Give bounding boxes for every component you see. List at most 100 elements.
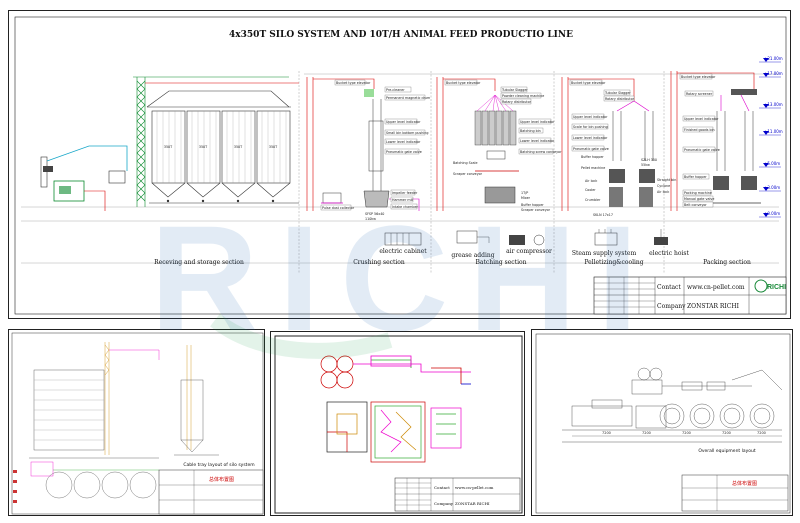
plan-title-block: Contact www.cn-pellet.com Company ZONSTA… — [394, 477, 521, 512]
machine-tag: Small bin bottom pushing — [386, 131, 428, 135]
machine-tag: Belt conveyor — [684, 203, 707, 207]
machine-tag: Pneumatic gate valve — [386, 150, 422, 154]
machine-tag: Pre-cleaner — [386, 88, 405, 92]
silo-4: 350T — [256, 110, 291, 198]
overall-layout-caption: Overall equipment layout — [698, 448, 756, 454]
plan-silos — [320, 355, 354, 389]
grease-adding: grease adding — [451, 230, 495, 259]
machine-tag: Finished goods bin — [684, 128, 715, 132]
section-label-pelletizing: Pelletizing&cooling — [584, 259, 643, 266]
section-label-packing: Packing section — [703, 259, 751, 266]
elevation-levels: +21.00m +17.00m +13.00m +11.00m +5.00m +… — [759, 56, 783, 218]
section-label-receiving: Receving and storage section — [154, 259, 244, 266]
machine-tag: Scraper conveyor — [453, 172, 483, 176]
machine-tag: Tubular Slagger — [604, 91, 631, 95]
machine-tag: Manual gate valve — [684, 197, 714, 201]
level-marker: +13.00m — [759, 102, 783, 109]
air-compressor: air compressor — [506, 234, 552, 255]
machine-tag: Rotary screener — [686, 92, 713, 96]
batching-bins — [474, 94, 517, 146]
machine-tag: Rotary distributor — [605, 97, 635, 101]
bottom-left-title-block: 总体布置图 — [158, 469, 264, 515]
machine-tag: Cyclone — [657, 184, 670, 188]
pelletizing-area: Bucket type elevator Tubular Slagger Rot… — [561, 77, 676, 217]
level-marker: +11.00m — [759, 129, 783, 136]
cable-tray-sheet: Cable tray layout of silo system 总体布置图 — [8, 329, 265, 516]
machine-tag: SKLN 17x17 — [593, 213, 613, 217]
logo-text: RICHI — [767, 284, 786, 291]
machine-tag: Pulse dust collector — [322, 206, 355, 210]
silo-1: 350T — [151, 110, 186, 198]
machine-tag: Powder cleaning machine — [502, 94, 544, 98]
level-marker: +5.00m — [759, 161, 781, 168]
left-margin-marks — [13, 470, 17, 503]
dimension-label: 7200 — [642, 431, 651, 435]
section-label-batching: Batching section — [476, 259, 527, 266]
title-block-contact-label: Contact — [434, 485, 450, 490]
machine-tag: Lower level indicator — [386, 140, 421, 144]
level-marker: ±0.00m — [759, 211, 781, 218]
main-title-block: Contact www.cn-pellet.com Company ZONSTA… — [593, 276, 787, 315]
drawing-title: 4x350T SILO SYSTEM AND 10T/H ANIMAL FEED… — [229, 30, 573, 40]
machine-tag: SZLH 350 — [641, 158, 657, 162]
level-marker: +3.00m — [759, 185, 781, 192]
ancillary-equipment-row: electric cabinet grease adding air compr… — [379, 229, 689, 259]
elevator-tower — [133, 76, 299, 207]
machine-tag: Upper level indicator — [520, 120, 555, 124]
machine-tag: Tubular Slagger — [501, 88, 528, 92]
overall-layout-sheet: 7200 7200 7200 7200 7200 Overall equipme… — [531, 329, 793, 516]
dimension-label: 7200 — [757, 431, 766, 435]
machine-tag: Bucket type elevator — [446, 81, 481, 85]
machine-tag: SFSP 56x40 — [365, 212, 384, 216]
level-label: ±0.00m — [764, 211, 780, 216]
machine-tag: Straight bin — [657, 178, 676, 182]
section-label-crushing: Crushing section — [353, 259, 405, 266]
silo-2: 350T — [186, 110, 221, 198]
machine-tag: Bucket type elevator — [681, 75, 716, 79]
machine-tag: Batching screw conveyor — [520, 150, 562, 154]
batching-tags: Bucket type elevator Tubular Slagger Pow… — [444, 79, 562, 212]
machine-tag: Impeller feeder — [392, 191, 418, 195]
title-block-company-label: Company — [434, 501, 454, 506]
level-label: +5.00m — [764, 161, 780, 166]
pelletizing-tags: Bucket type elevator Tubular Slagger Rot… — [569, 79, 676, 217]
silo-capacity-label: 350T — [234, 145, 243, 149]
silo-plan-view — [30, 461, 159, 499]
machine-tag: Crumbler — [585, 198, 601, 202]
level-label: +11.00m — [764, 129, 783, 134]
title-block-contact-label: Contact — [657, 284, 681, 291]
level-label: +17.00m — [764, 71, 783, 76]
crushing-tags: Bucket type elevator Pre-cleaner Permane… — [320, 79, 430, 221]
cable-tray-caption: Cable tray layout of silo system — [183, 462, 254, 468]
plan-workshop — [326, 401, 462, 463]
title-block-name: 总体布置图 — [209, 476, 234, 483]
level-marker: +17.00m — [759, 71, 783, 78]
level-label: +21.00m — [764, 56, 783, 61]
machine-tag: Batching Scale — [453, 161, 478, 165]
machine-tag: Buffer hopper — [521, 203, 544, 207]
machine-tag: Scale for bin pushing — [573, 125, 608, 129]
steam-supply: Steam supply system — [572, 229, 636, 257]
machine-tag: Permanent magnetic drum — [386, 96, 430, 100]
machine-tag: Cooler — [585, 188, 596, 192]
richi-logo: RICHI — [754, 279, 786, 293]
machine-tag: Bucket type elevator — [336, 81, 371, 85]
machine-tag: Lower level indicator — [520, 139, 555, 143]
machine-tag: 1T/P — [521, 191, 528, 195]
level-label: +13.00m — [764, 102, 783, 107]
machine-tag: 110kw — [365, 217, 376, 221]
machine-tag: Air lock — [657, 190, 669, 194]
section-labels: Receving and storage section Crushing se… — [154, 259, 751, 266]
machine-tag: Scraper conveyor — [521, 208, 551, 212]
silo-front-view — [174, 345, 219, 456]
machine-tag: Rotary distributor — [502, 100, 532, 104]
title-block-contact-value: www.cn-pellet.com — [455, 485, 494, 490]
machine-tag: Pneumatic gate valve — [684, 148, 720, 152]
batching-area: Bucket type elevator Tubular Slagger Pow… — [436, 77, 562, 212]
bottom-right-title-block: 总体布置图 — [681, 474, 789, 512]
equipment-label: grease adding — [451, 252, 494, 259]
packing-tags: Bucket type elevator Rotary screener Upp… — [679, 73, 720, 208]
main-drawing-sheet: 4x350T SILO SYSTEM AND 10T/H ANIMAL FEED… — [8, 10, 791, 319]
title-block-company-value: ZONSTAR RICHI — [687, 303, 740, 310]
machine-tag: 55kw — [641, 163, 650, 167]
